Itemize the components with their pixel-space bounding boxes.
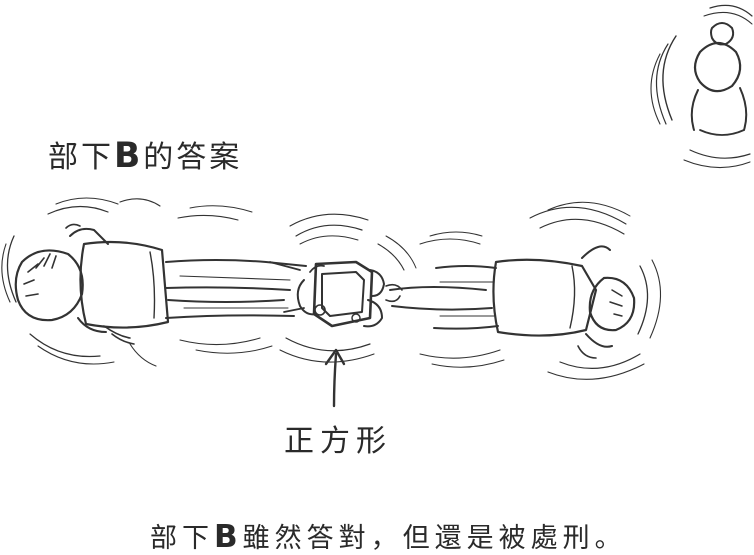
square-object — [296, 260, 403, 328]
footer-suffix: 雖然答對，但還是被處刑。 — [242, 523, 627, 554]
footer-letter: B — [214, 519, 243, 555]
footer-caption: 部下B雖然答對，但還是被處刑。 — [150, 516, 627, 555]
heading-letter: B — [114, 136, 144, 176]
right-figure — [389, 245, 636, 359]
arrow-up-icon — [324, 348, 346, 408]
heading-suffix: 的答案 — [143, 140, 243, 175]
left-figure — [14, 223, 307, 345]
footer-prefix: 部下 — [150, 523, 214, 554]
square-label: 正方形 — [284, 424, 392, 459]
answer-heading: 部下B的答案 — [48, 132, 242, 176]
left-motion-lines — [1, 197, 273, 367]
center-motion-lines — [279, 213, 417, 363]
small-figure-top-right — [650, 4, 753, 169]
heading-prefix: 部下 — [48, 140, 114, 175]
right-motion-lines — [419, 201, 662, 380]
